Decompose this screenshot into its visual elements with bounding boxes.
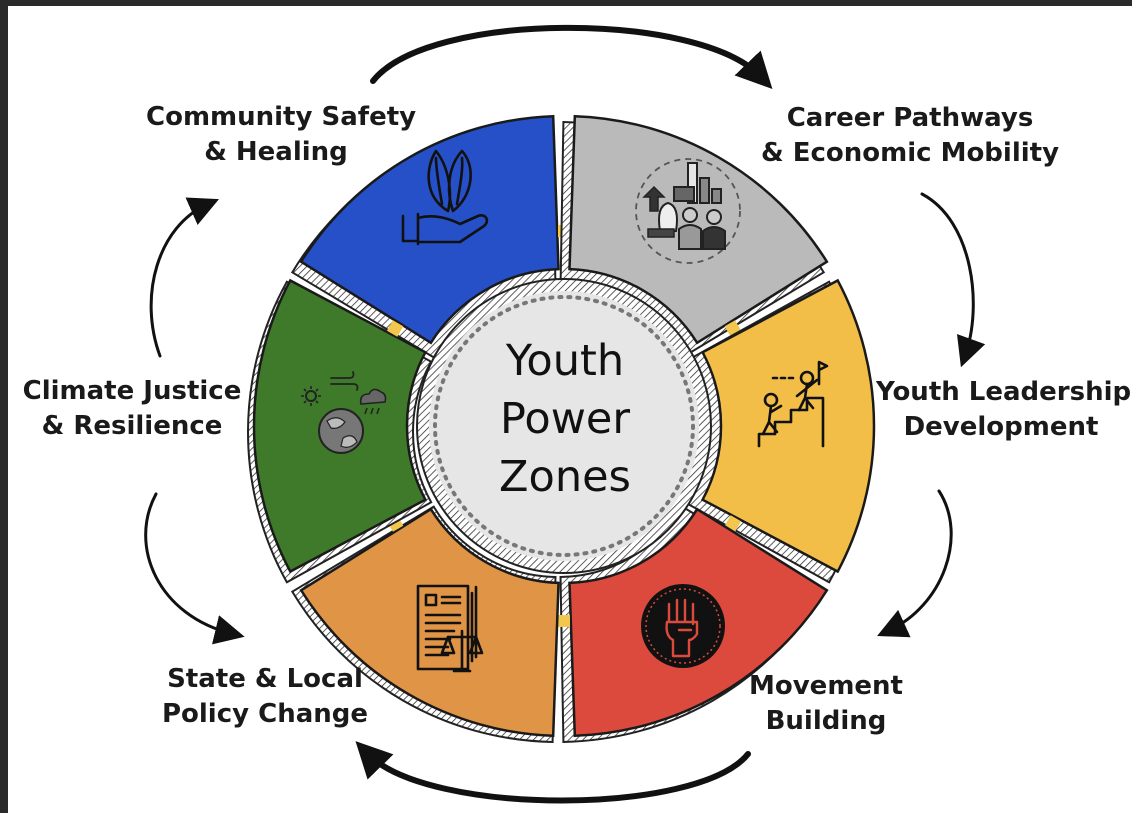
up-arrow (642, 185, 666, 212)
cloud (359, 388, 387, 405)
label-line: Development (903, 412, 1099, 442)
label-line: Community Safety (146, 102, 417, 132)
label-line: Climate Justice (22, 376, 242, 406)
bar (699, 177, 710, 204)
bar (711, 188, 722, 204)
label-line: Policy Change (161, 699, 369, 729)
coins (647, 228, 675, 238)
label-movement-building: Movement Building (746, 669, 906, 739)
center-circle (416, 278, 712, 574)
sun (305, 390, 317, 402)
segment-fill (299, 114, 560, 345)
hand-with-leaves-icon (401, 149, 489, 246)
label-line: & Healing (204, 137, 348, 167)
cycle-arrow (144, 492, 245, 645)
label-line: Movement (749, 671, 903, 701)
document-lines (424, 593, 462, 657)
cycle-arrow (149, 197, 219, 358)
fist-badge (641, 584, 725, 668)
center-line-1: Youth (505, 336, 625, 386)
climbing-stairs-icon (757, 360, 829, 448)
icons-group (301, 149, 829, 673)
briefcase (673, 186, 695, 202)
rain (364, 407, 380, 415)
segment-fill (700, 278, 876, 574)
segment-connector (558, 615, 570, 627)
scales (440, 629, 484, 673)
center-dotted-ring (433, 295, 695, 557)
segment-connector (386, 320, 404, 337)
fist-badge-ring (645, 588, 721, 664)
leaf-right (447, 149, 472, 213)
person-body (795, 378, 819, 412)
dashed-circle (635, 158, 741, 264)
cycle-arrows (144, 24, 986, 804)
person-head (682, 207, 698, 223)
cycle-arrow (877, 489, 953, 638)
document-scales-icon (416, 584, 484, 673)
person-body (678, 224, 702, 250)
label-community-safety: Community Safety & Healing (146, 100, 417, 170)
hand-outline (401, 212, 489, 246)
label-climate-justice: Climate Justice & Resilience (22, 374, 242, 444)
label-line: Youth Leadership (876, 377, 1132, 407)
center-title: Youth Power Zones (465, 332, 665, 506)
wind (330, 371, 359, 391)
label-youth-leadership: Youth Leadership Development (876, 375, 1132, 445)
stairs (757, 396, 825, 448)
continents (326, 417, 358, 448)
money-bag (658, 201, 678, 232)
center-disc (429, 291, 699, 561)
youth-power-wheel (144, 24, 986, 804)
economic-mobility-icon (635, 158, 741, 264)
person-body (702, 226, 726, 250)
flag (817, 360, 829, 386)
document (416, 584, 470, 671)
earth-weather-icon (301, 371, 387, 454)
raised-fist-icon (641, 584, 725, 668)
center-line-2: Power (499, 394, 630, 444)
center-line-3: Zones (499, 452, 631, 502)
label-career-pathways: Career Pathways & Economic Mobility (760, 101, 1060, 171)
diagram-canvas: Youth Power Zones Community Safety & Hea… (8, 6, 1132, 813)
label-line: & Resilience (41, 411, 223, 441)
label-policy-change: State & Local Policy Change (160, 662, 370, 732)
sun-rays (301, 386, 321, 406)
person-head (706, 209, 722, 225)
cycle-arrow (370, 24, 773, 89)
label-line: Building (765, 706, 887, 736)
label-line: & Economic Mobility (760, 138, 1060, 168)
label-line: Career Pathways (786, 103, 1034, 133)
label-line: State & Local (167, 664, 363, 694)
fist-outline (665, 598, 699, 658)
leaf-veins (434, 156, 464, 206)
cycle-arrow (920, 192, 986, 368)
bar (687, 162, 698, 204)
cycle-arrow (355, 741, 751, 804)
person-body (761, 404, 783, 436)
